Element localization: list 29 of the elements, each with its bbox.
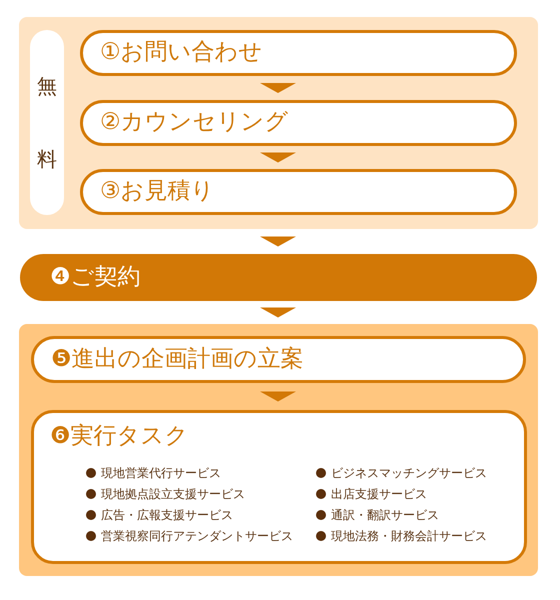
step-title: ②カウンセリング [100,109,289,137]
step-title: ❻実行タスク [50,423,189,451]
list-item-text: 通訳・翻訳サービス [331,508,439,522]
list-item-text: 現地法務・財務会計サービス [331,528,487,544]
step-box [80,30,517,76]
side-label-panel [30,30,64,215]
step-title: ③お見積り [100,178,215,206]
flow-arrow [260,392,296,402]
step-box [80,169,517,215]
list-item-text: ビジネスマッチングサービス [331,466,487,480]
task-panel [31,410,527,564]
flow-arrow [260,308,296,318]
list-item-text: 現地拠点設立支援サービス [101,486,245,502]
step-title: ❺進出の企画計画の立案 [51,346,304,374]
background-panel [19,17,538,229]
step-title: ①お問い合わせ [100,39,263,67]
flow-arrow [260,236,296,246]
step-box [31,336,526,383]
vertical-label: 無料 [37,72,57,172]
list-item-text: 営業視察同行アテンダントサービス [101,528,293,544]
step-box [80,100,517,146]
background-panel [19,324,538,576]
list-item-text: 出店支援サービス [331,486,427,502]
list-item-text: 広告・広報支援サービス [101,508,233,522]
flow-arrow [260,83,296,93]
flow-arrow [260,152,296,162]
step-title: ❹ご契約 [50,264,141,292]
list-item-text: 現地営業代行サービス [101,466,221,480]
step-banner [20,254,537,301]
